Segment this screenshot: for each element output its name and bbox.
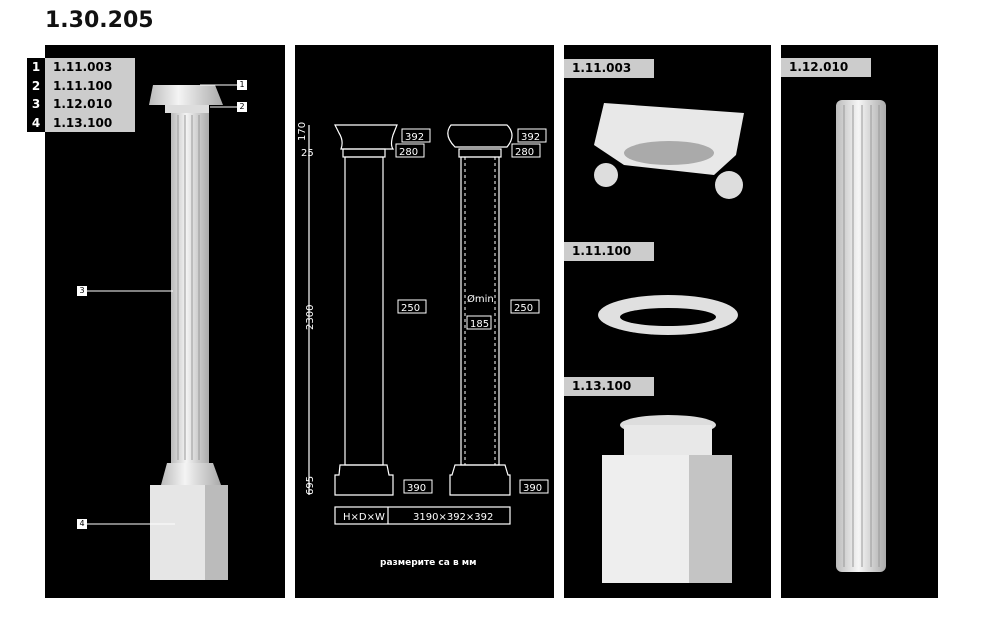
callout-3: 3 — [77, 286, 87, 296]
height-neck: 25 — [301, 148, 314, 159]
part-tag-ring: 1.11.100 — [564, 242, 654, 261]
callout-2: 2 — [237, 102, 247, 112]
dims-value: 3190×392×392 — [413, 512, 493, 523]
width-base-2: 390 — [523, 483, 542, 494]
width-neck: 280 — [399, 147, 418, 158]
width-shaft: 250 — [401, 303, 420, 314]
width-shaft-2: 250 — [514, 303, 533, 314]
shaft-panel: 1.12.010 — [781, 45, 938, 598]
width-min: 185 — [470, 319, 489, 330]
part-tag-base: 1.13.100 — [564, 377, 654, 396]
legend-code: 1.11.100 — [45, 76, 135, 95]
legend-number: 1 — [27, 58, 45, 77]
units-note: размерите са в мм — [380, 558, 477, 568]
legend-code: 1.12.010 — [45, 95, 135, 114]
height-base: 695 — [305, 476, 316, 495]
legend-number: 4 — [27, 113, 45, 132]
width-base: 390 — [407, 483, 426, 494]
part-tag-shaft: 1.12.010 — [781, 58, 871, 77]
height-shaft: 2300 — [305, 305, 316, 330]
parts-illustrations — [594, 103, 744, 583]
parts-panel: 1.11.003 1.11.100 1.13.100 — [564, 45, 771, 598]
height-capital: 170 — [297, 122, 308, 141]
width-neck-2: 280 — [515, 147, 534, 158]
callout-1: 1 — [237, 80, 247, 90]
shaft-illustration — [836, 100, 886, 572]
product-code-title: 1.30.205 — [45, 8, 154, 33]
column-illustration — [87, 84, 237, 580]
legend-number: 2 — [27, 76, 45, 95]
legend-number: 3 — [27, 95, 45, 114]
legend-code: 1.13.100 — [45, 113, 135, 132]
part-tag-capital: 1.11.003 — [564, 59, 654, 78]
dimension-drawing: 170 25 2300 695 392 280 250 392 280 250 … — [297, 122, 549, 568]
min-diameter-label: Ømin — [467, 293, 494, 305]
width-capital: 392 — [405, 132, 424, 143]
technical-drawing-panel: 170 25 2300 695 392 280 250 392 280 250 … — [295, 45, 554, 598]
callout-4: 4 — [77, 519, 87, 529]
dims-label: H×D×W — [343, 512, 385, 523]
width-capital-2: 392 — [521, 132, 540, 143]
legend-code: 1.11.003 — [45, 58, 135, 77]
assembled-column-panel: 1 2 3 4 — [45, 45, 285, 598]
